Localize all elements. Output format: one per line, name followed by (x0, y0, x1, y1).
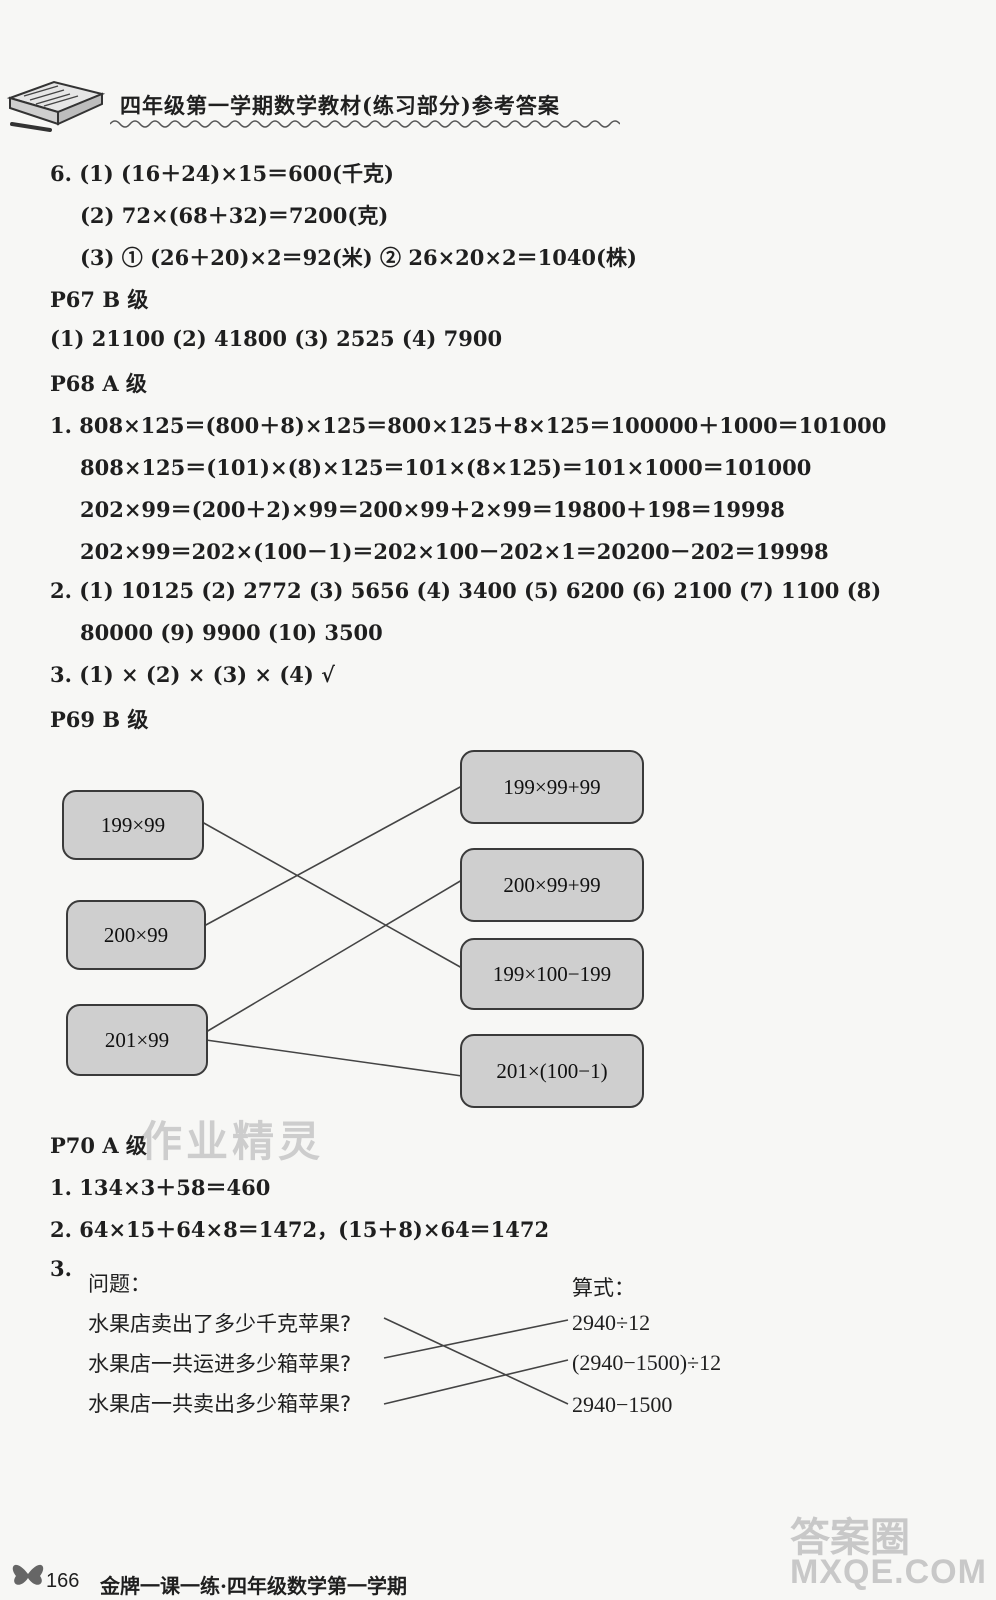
watermark: 作业精灵 (140, 1117, 325, 1166)
header-title: 四年级第一学期数学教材(练习部分)参考答案 (120, 93, 560, 118)
formula-item: 2940−1500 (572, 1392, 673, 1417)
answer-line: 3. (1) × (2) × (3) × (4) √ (50, 662, 335, 687)
match-right-label: 199×99+99 (503, 774, 601, 799)
match-right-box: 201×(100−1) (460, 1034, 644, 1108)
footer-text: 金牌一课一练·四年级数学第一学期 (100, 1574, 407, 1598)
answer-line: 3. (50, 1256, 72, 1281)
answer-line: (3) ① (26＋20)×2＝92(米) ② 26×20×2＝1040(株) (80, 245, 637, 270)
match-left-label: 200×99 (103, 922, 169, 947)
answer-line: 202×99＝(200＋2)×99＝200×99＋2×99＝19800＋198＝… (80, 497, 785, 522)
formula-item: 2940÷12 (572, 1310, 651, 1335)
answer-line: 2. 64×15＋64×8＝1472，(15＋8)×64＝1472 (50, 1217, 550, 1242)
section-heading: P67 B 级 (50, 287, 149, 312)
answer-line: 80000 (9) 9900 (10) 3500 (80, 620, 383, 645)
answer-line: 1. 134×3＋58＝460 (50, 1175, 271, 1200)
answer-line: 808×125＝(101)×(8)×125＝101×(8×125)＝101×10… (80, 455, 812, 480)
match-right-box: 199×99+99 (460, 750, 644, 824)
match-left-box: 200×99 (66, 900, 206, 970)
answer-line: (1) 21100 (2) 41800 (3) 2525 (4) 7900 (50, 326, 503, 351)
formulas-header: 算式： (572, 1276, 635, 1300)
answer-line: 1. 808×125＝(800＋8)×125＝800×125＋8×125＝100… (50, 413, 887, 438)
book-icon (4, 68, 108, 134)
answer-line: 6. (1) (16＋24)×15＝600(千克) (50, 161, 394, 186)
question-item: 水果店卖出了多少千克苹果? (88, 1312, 352, 1336)
corner-url: MXQE.COM (790, 1553, 987, 1591)
match-left-box: 199×99 (62, 790, 204, 860)
match-left-box: 201×99 (66, 1004, 208, 1076)
page-number: 166 (46, 1570, 80, 1592)
question-item: 水果店一共卖出多少箱苹果? (88, 1392, 352, 1416)
match-right-label: 201×(100−1) (496, 1058, 608, 1083)
question-item: 水果店一共运进多少箱苹果? (88, 1352, 352, 1376)
answer-line: 2. (1) 10125 (2) 2772 (3) 5656 (4) 3400 … (50, 578, 882, 603)
section-heading: P68 A 级 (50, 371, 147, 396)
match-right-box: 200×99+99 (460, 848, 644, 922)
answer-line: 202×99＝202×(100－1)＝202×100－202×1＝20200－2… (80, 539, 829, 564)
match-right-label: 200×99+99 (503, 872, 601, 897)
butterfly-icon (8, 1556, 48, 1592)
answer-line: (2) 72×(68＋32)＝7200(克) (80, 203, 389, 228)
match-right-label: 199×100−199 (492, 961, 612, 986)
match-right-box: 199×100−199 (460, 938, 644, 1010)
questions-header: 问题： (88, 1272, 151, 1296)
corner-logo: 答案圈 (790, 1515, 910, 1561)
match-left-label: 199×99 (100, 812, 166, 837)
match-left-label: 201×99 (104, 1027, 170, 1052)
section-heading: P70 A 级 (50, 1133, 147, 1158)
formula-item: (2940−1500)÷12 (572, 1350, 722, 1375)
header-wavy-rule (110, 120, 620, 128)
section-heading: P69 B 级 (50, 707, 149, 732)
